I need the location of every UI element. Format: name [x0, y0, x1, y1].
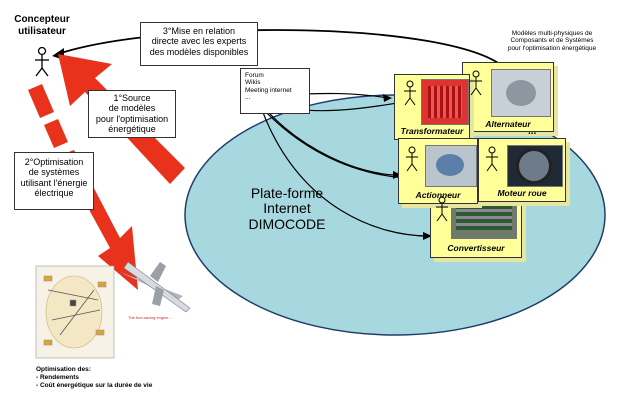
moteur-roue-image	[507, 145, 563, 187]
optimisation-heading: Optimisation des:	[36, 366, 91, 373]
tool-forum: Forum	[245, 72, 264, 79]
tool-meeting: Meeting internet	[245, 86, 292, 94]
callout-mise-relation: 3°Mise en relation directe avec les expe…	[140, 22, 258, 66]
optimisation-list: Optimisation des: - Rendements - Coût én…	[36, 366, 152, 390]
transformateur-image	[421, 79, 469, 125]
user-title: Concepteur utilisateur	[14, 14, 70, 37]
tool-more: ...	[245, 94, 251, 102]
module-actionneur: Actionneur	[398, 138, 478, 204]
aircraft-systems-sketch	[35, 265, 115, 359]
module-transformateur: Transformateur	[394, 74, 470, 140]
user-actor-icon	[35, 46, 49, 77]
transformateur-actor-icon	[404, 80, 416, 106]
module-convertisseur-label: Convertisseur	[447, 243, 505, 253]
convertisseur-actor-icon	[436, 196, 448, 222]
module-transformateur-label: Transformateur	[400, 126, 464, 136]
optimisation-item-rendements: - Rendements	[36, 374, 79, 382]
callout-optimisation: 2°Optimisation de systèmes utilisant l'é…	[14, 152, 94, 210]
alternateur-image	[491, 69, 551, 117]
alternateur-actor-icon	[470, 70, 482, 96]
module-alternateur: Alternateur	[462, 62, 554, 132]
tool-wikis: Wikis	[245, 79, 261, 87]
airplane-caption: The fuel-saving engine...	[128, 315, 172, 320]
models-header: Modèles multi-physiques de Composants et…	[507, 30, 597, 52]
moteur-roue-actor-icon	[486, 146, 498, 172]
module-moteur-roue-label: Moteur roue	[497, 188, 547, 198]
module-actionneur-label: Actionneur	[415, 190, 461, 200]
more-modules-ellipsis: ...	[528, 126, 537, 137]
actionneur-image	[425, 145, 477, 187]
module-alternateur-label: Alternateur	[485, 119, 531, 129]
airplane-image	[120, 261, 191, 313]
platform-label: Plate-forme Internet DIMOCODE	[248, 185, 326, 232]
callout-source: 1°Source de modèles pour l'optimisation …	[88, 90, 176, 138]
actionneur-actor-icon	[406, 146, 418, 172]
tools-box: Forum Wikis Meeting internet ...	[240, 68, 310, 114]
expert-link-arrow	[57, 29, 506, 69]
optimisation-item-cout: - Coût énergétique sur la durée de vie	[36, 382, 153, 390]
module-moteur-roue: Moteur roue	[478, 138, 566, 202]
